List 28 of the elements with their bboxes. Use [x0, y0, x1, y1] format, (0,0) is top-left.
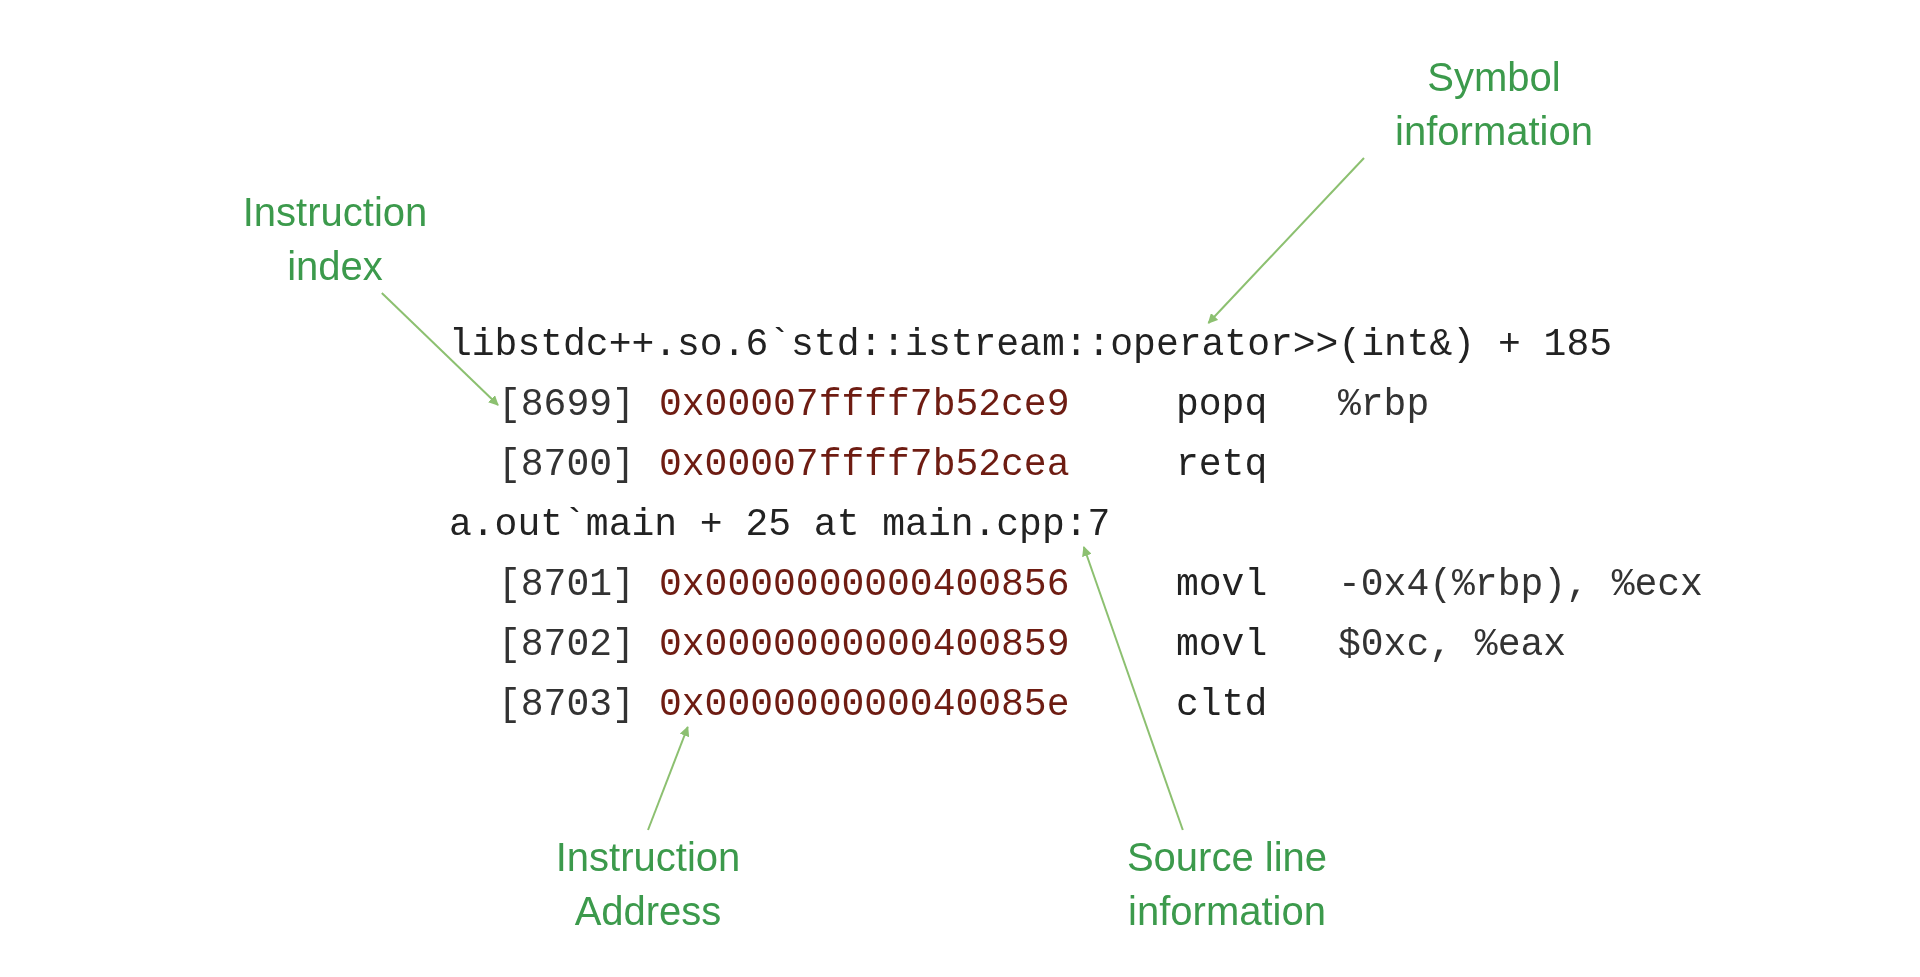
- symbol-header-line: libstdc++.so.6`std::istream::operator>>(int&) + 185: [449, 323, 1612, 367]
- instruction-address: 0x000000000040085e: [659, 683, 1070, 727]
- instruction-operands: -0x4(%rbp), %ecx: [1338, 563, 1703, 607]
- instruction-index: [8702]: [498, 623, 635, 667]
- leader-line: [380, 292, 499, 406]
- leader-line: [1207, 157, 1365, 324]
- instruction-address: 0x0000000000400856: [659, 563, 1070, 607]
- instruction-operands: %rbp: [1338, 383, 1430, 427]
- instruction-mnemonic: cltd: [1176, 683, 1268, 727]
- symbol-header-line: a.out`main + 25 at main.cpp:7: [449, 503, 1111, 547]
- instruction-index: [8699]: [498, 383, 635, 427]
- instruction-mnemonic: movl: [1176, 623, 1268, 667]
- instruction-operands: $0xc, %eax: [1338, 623, 1567, 667]
- leader-line: [647, 726, 690, 831]
- instruction-mnemonic: movl: [1176, 563, 1268, 607]
- instruction-index: [8700]: [498, 443, 635, 487]
- instruction-mnemonic: retq: [1176, 443, 1268, 487]
- callout-label: Source line information: [1097, 830, 1357, 938]
- instruction-address: 0x00007ffff7b52ce9: [659, 383, 1070, 427]
- instruction-address: 0x00007ffff7b52cea: [659, 443, 1070, 487]
- callout-label: Instruction Address: [518, 830, 778, 938]
- leader-line: [1082, 546, 1184, 831]
- instruction-address: 0x0000000000400859: [659, 623, 1070, 667]
- instruction-index: [8701]: [498, 563, 635, 607]
- instruction-mnemonic: popq: [1176, 383, 1268, 427]
- callout-label: Instruction index: [205, 185, 465, 293]
- instruction-index: [8703]: [498, 683, 635, 727]
- callout-label: Symbol information: [1364, 50, 1624, 158]
